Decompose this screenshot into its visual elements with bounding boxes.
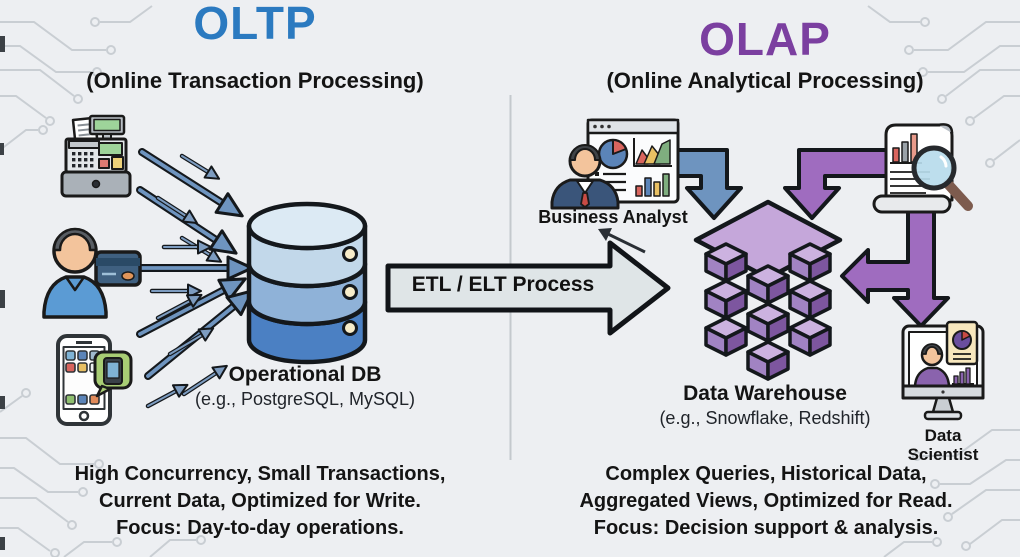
- flow-arrow: [185, 293, 203, 308]
- flow-arrow: [211, 364, 228, 380]
- etl-process-arrow-icon: [385, 240, 671, 336]
- data-scientist-icon: [901, 320, 985, 421]
- circuit-trace-decoration: [0, 5, 1020, 557]
- flow-arrow: [208, 229, 238, 255]
- operational-db-examples: (e.g., PostgreSQL, MySQL): [194, 389, 416, 409]
- operational-db-label: Operational DB: [228, 363, 382, 386]
- report-to-warehouse-arrow: [783, 148, 892, 220]
- data-warehouse-cube-icon: [693, 199, 843, 381]
- cash-register-icon: [60, 114, 132, 198]
- flow-arrow: [217, 277, 247, 302]
- flow-arrow: [197, 239, 212, 255]
- data-warehouse-examples: (e.g., Snowflake, Redshift): [659, 408, 871, 428]
- olap-summary-line1: Complex Queries, Historical Data,: [605, 463, 927, 485]
- olap-summary-line2: Aggregated Views, Optimized for Read.: [579, 490, 953, 512]
- flow-arrow: [226, 255, 254, 281]
- database-cylinder-icon: [246, 201, 368, 365]
- mobile-app-icon: [56, 334, 133, 426]
- olap-summary: Complex Queries, Historical Data, Aggreg…: [522, 461, 1010, 542]
- flow-arrow: [181, 209, 198, 225]
- flow-arrow: [214, 192, 244, 218]
- flow-arrow: [203, 165, 221, 180]
- customer-payment-icon: [42, 227, 142, 319]
- oltp-summary-line1: High Concurrency, Small Transactions,: [74, 463, 446, 485]
- analyst-to-warehouse-arrow: [673, 148, 743, 220]
- warehouse-cube-block: [766, 350, 790, 381]
- warehouse-to-analyst-arrow: [598, 228, 646, 254]
- flow-arrow: [205, 248, 223, 263]
- olap-subtitle: (Online Analytical Processing): [606, 68, 924, 93]
- data-warehouse-label: Data Warehouse: [683, 382, 847, 405]
- oltp-summary-line2: Current Data, Optimized for Write.: [99, 490, 421, 512]
- business-analyst-label: Business Analyst: [538, 207, 688, 227]
- oltp-subtitle: (Online Transaction Processing): [86, 68, 424, 93]
- data-scientist-label: Data Scientist: [893, 426, 993, 464]
- warehouse-cube-block: [808, 326, 832, 357]
- edge-marks: [0, 36, 5, 550]
- flow-arrows-icon: [130, 148, 255, 409]
- olap-summary-line3: Focus: Decision support & analysis.: [593, 517, 939, 539]
- business-analyst-icon: [550, 118, 680, 210]
- report-to-scientist-arrow: [840, 203, 950, 328]
- data-scientist-label-line1: Data: [924, 426, 962, 445]
- flow-arrow: [171, 383, 189, 398]
- oltp-title: OLTP: [193, 0, 317, 49]
- oltp-summary-line3: Focus: Day-to-day operations.: [116, 517, 404, 539]
- flow-arrow: [197, 327, 215, 342]
- data-scientist-label-line2: Scientist: [907, 445, 979, 464]
- olap-title: OLAP: [699, 13, 831, 65]
- etl-arrow-label: ETL / ELT Process: [411, 273, 595, 296]
- warehouse-cube-block: [724, 326, 748, 357]
- oltp-summary: High Concurrency, Small Transactions, Cu…: [16, 461, 504, 542]
- report-magnifier-icon: [872, 123, 973, 214]
